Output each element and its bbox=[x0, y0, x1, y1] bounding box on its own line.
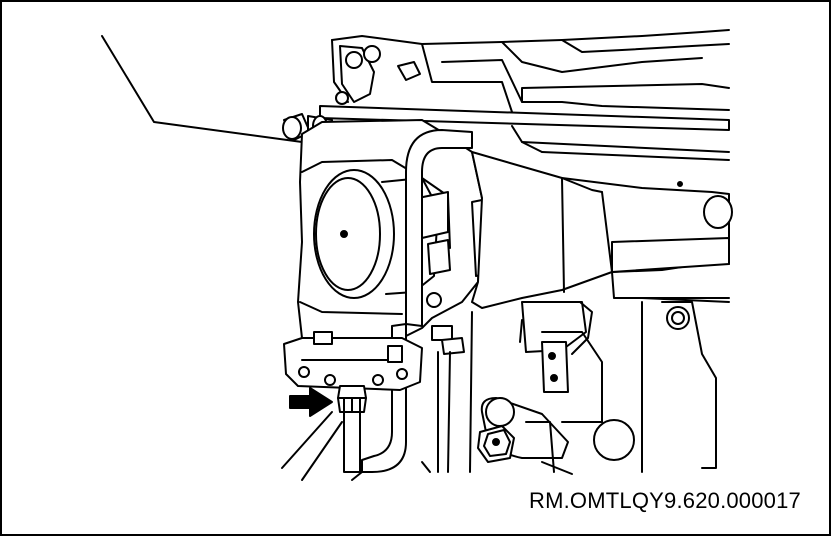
drain-plug bbox=[337, 385, 367, 473]
upper-bracket bbox=[335, 45, 421, 105]
reference-code: RM.OMTLQY9.620.000017 bbox=[528, 488, 801, 513]
lower-linkage bbox=[521, 301, 717, 473]
lower-mount bbox=[351, 461, 431, 481]
chassis-frame-rails bbox=[319, 29, 730, 161]
vertical-pipes bbox=[437, 311, 523, 473]
cable-leader-line bbox=[101, 35, 303, 143]
arrow-indicator bbox=[289, 387, 333, 417]
tie-rod-end bbox=[477, 397, 573, 475]
swing-arm bbox=[471, 151, 733, 309]
lower-flange bbox=[283, 325, 465, 391]
drain-leader-lines bbox=[281, 411, 343, 481]
